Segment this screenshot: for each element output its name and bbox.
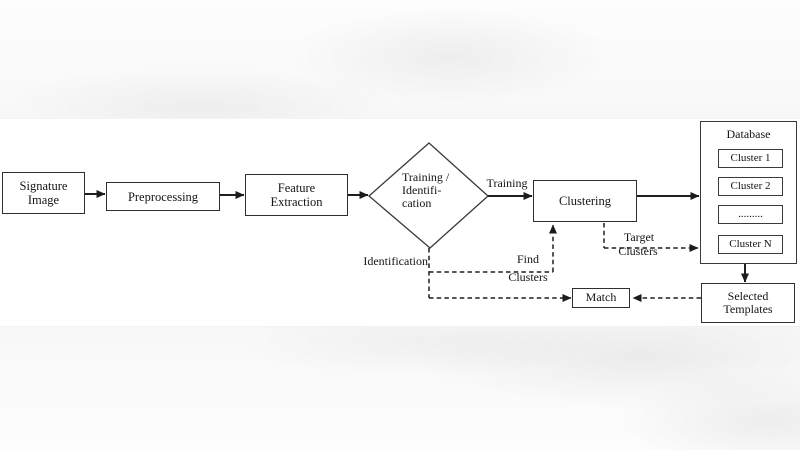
decision-line: Identifi- (402, 183, 442, 197)
database-cluster-row: Cluster 2 (718, 177, 783, 196)
node-label: Extraction (270, 195, 323, 209)
edge-label-training: Training (486, 176, 528, 190)
node-label: Selected (727, 288, 769, 303)
cluster-label: Cluster N (729, 238, 772, 251)
node-label: Match (585, 290, 617, 305)
node-label: Preprocessing (127, 189, 199, 204)
cluster-label: Cluster 2 (730, 180, 771, 193)
database-cluster-row: Cluster 1 (718, 149, 783, 168)
node-feature-extraction: Feature Extraction (245, 174, 348, 216)
database-cluster-row: Cluster N (718, 235, 783, 254)
node-label: Image (27, 193, 60, 207)
background-bottom-band (0, 326, 800, 450)
edge-label-target-clusters-line2: Clusters (618, 244, 658, 258)
node-database: Database Cluster 1 Cluster 2 ......... C… (700, 121, 797, 264)
node-preprocessing: Preprocessing (106, 182, 220, 211)
database-title: Database (726, 127, 771, 141)
database-cluster-row: ......... (718, 205, 783, 224)
node-label: Templates (723, 302, 773, 316)
node-label: Signature (19, 179, 68, 193)
cluster-label: ......... (738, 208, 763, 221)
edge-label-find-clusters-line2: Clusters (508, 270, 548, 284)
edge-label-target-clusters-line1: Target (623, 230, 655, 244)
decision-line: cation (402, 196, 432, 210)
node-selected-templates: Selected Templates (701, 283, 795, 323)
cluster-label: Cluster 1 (730, 152, 771, 165)
edge-label-find-clusters-line1: Find (516, 252, 539, 266)
node-label: Feature (277, 181, 316, 195)
node-label: Clustering (558, 194, 612, 208)
decision-line: Training / (402, 170, 450, 184)
edge-label-identification: Identification (363, 254, 428, 268)
decision-diamond (368, 142, 489, 249)
node-match: Match (572, 288, 630, 308)
background-top-band (0, 0, 800, 119)
node-signature-image: Signature Image (2, 172, 85, 214)
node-clustering: Clustering (533, 180, 637, 222)
node-decision-label: Training / Identifi- cation (402, 171, 466, 210)
